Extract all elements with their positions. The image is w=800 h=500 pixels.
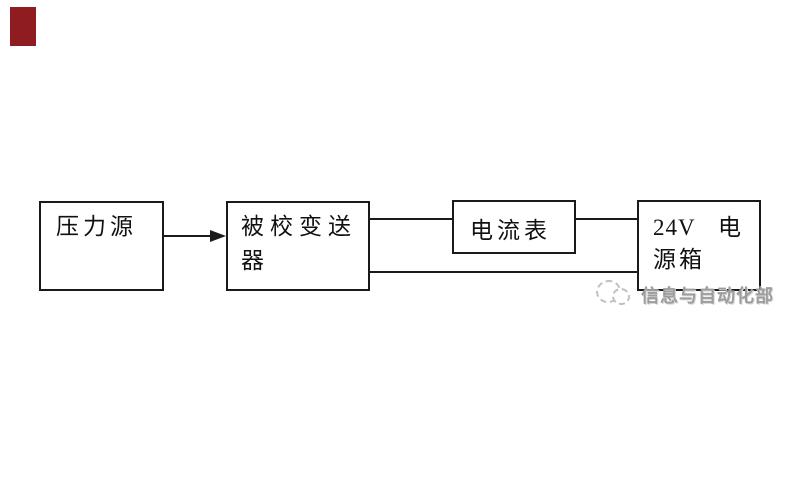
- wire-transmitter-to-power-box: [370, 271, 637, 273]
- arrowhead-icon: [210, 230, 226, 242]
- node-calibrated-transmitter-line1: 被校变送: [241, 214, 357, 239]
- node-power-box: 24V 电 源箱: [637, 200, 761, 291]
- node-power-box-line2: 源箱: [653, 247, 705, 272]
- wire-pressure-to-transmitter: [164, 235, 211, 237]
- red-accent-bar: [10, 7, 36, 46]
- wire-transmitter-to-ammeter: [370, 218, 452, 220]
- watermark: 信息与自动化部: [593, 277, 781, 308]
- wechat-logo-icon-small-bubble: [610, 286, 632, 307]
- node-pressure-source-label: 压力源: [56, 214, 137, 239]
- node-pressure-source: 压力源: [39, 201, 164, 291]
- node-ammeter-label: 电流表: [470, 218, 551, 243]
- watermark-text: 信息与自动化部: [641, 286, 774, 306]
- node-calibrated-transmitter-line2: 器: [241, 248, 270, 273]
- node-power-box-line1: 24V 电: [653, 215, 742, 240]
- node-calibrated-transmitter: 被校变送 器: [226, 201, 370, 291]
- wire-ammeter-to-power-box: [576, 218, 637, 220]
- node-ammeter: 电流表: [452, 200, 576, 254]
